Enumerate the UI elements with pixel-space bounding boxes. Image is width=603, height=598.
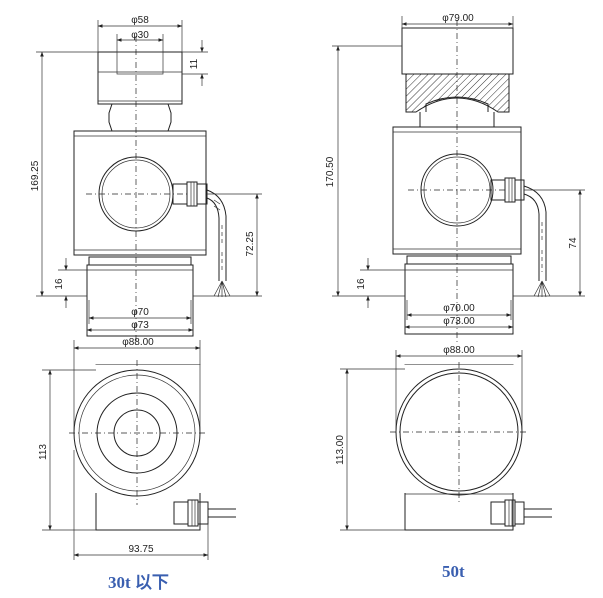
dim-inner-dia: φ30 bbox=[131, 30, 149, 41]
dim-plan-width: φ88.00 bbox=[122, 337, 154, 348]
plan-view-30t: φ88.00 113 93.75 bbox=[38, 337, 236, 560]
plan-view-50t: φ88.00 113.00 bbox=[335, 345, 552, 531]
dim-overall-height-50t: 170.50 bbox=[325, 156, 336, 187]
front-view-50t: φ79.00 170.50 74 16 φ70.00 φ73.00 bbox=[325, 13, 585, 345]
dim-base-height: 16 bbox=[54, 278, 65, 290]
front-view-30t: φ58 φ30 11 169.25 72.25 16 φ70 φ73 bbox=[30, 15, 262, 345]
dim-cable-height: 72.25 bbox=[245, 231, 256, 256]
dim-base-height-50t: 16 bbox=[356, 278, 367, 290]
caption-50t: 50t bbox=[442, 562, 465, 581]
dim-top-dia-50t: φ79.00 bbox=[442, 13, 474, 24]
dim-plan-height-50t: 113.00 bbox=[335, 435, 346, 465]
dim-base-inner: φ70 bbox=[131, 307, 149, 318]
dim-base-inner-50t: φ70.00 bbox=[443, 303, 475, 314]
dim-base-outer: φ73 bbox=[131, 320, 149, 331]
dim-cable-height-50t: 74 bbox=[568, 237, 579, 249]
dim-overall-height: 169.25 bbox=[30, 160, 41, 191]
dim-cap-height: 11 bbox=[189, 58, 200, 69]
caption-30t: 30t 以下 bbox=[108, 573, 169, 592]
dim-base-outer-50t: φ73.00 bbox=[443, 316, 475, 327]
dim-plan-height: 113 bbox=[38, 444, 49, 460]
dim-top-dia: φ58 bbox=[131, 15, 149, 26]
dim-plan-width-50t: φ88.00 bbox=[443, 345, 475, 356]
dim-plan-length: 93.75 bbox=[128, 544, 153, 555]
